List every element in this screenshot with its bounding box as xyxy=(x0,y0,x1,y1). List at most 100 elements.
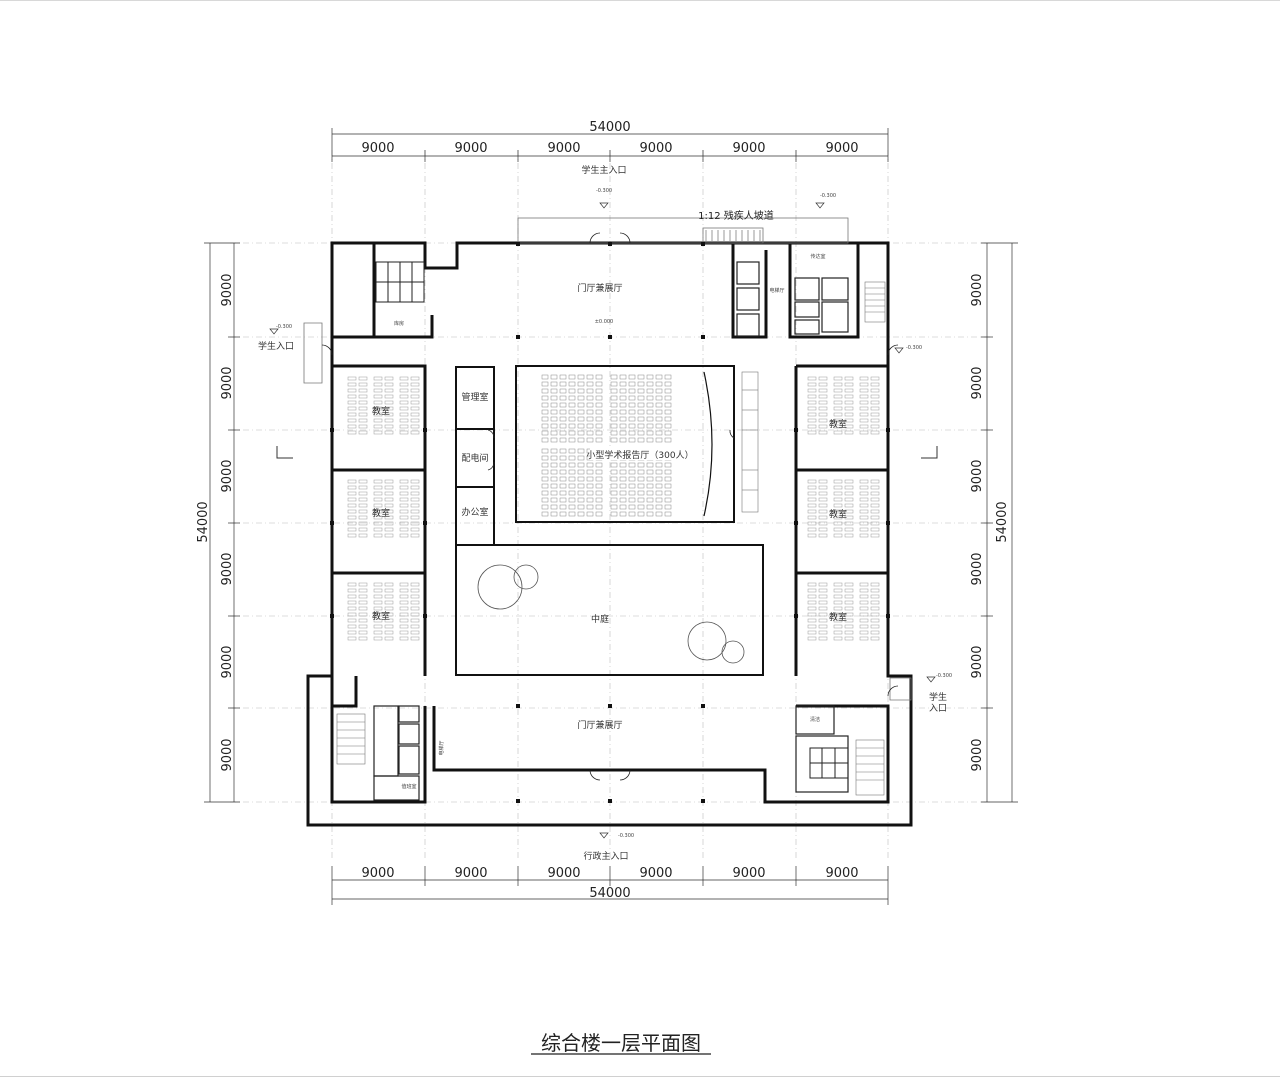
room-classroom-l1: 教室 xyxy=(372,405,390,417)
seat xyxy=(610,437,618,443)
seat xyxy=(664,409,672,415)
desk xyxy=(347,509,357,514)
desk xyxy=(373,612,383,617)
desk xyxy=(410,630,420,635)
seat xyxy=(568,511,576,517)
desk xyxy=(410,491,420,496)
desk xyxy=(373,624,383,629)
desk xyxy=(347,630,357,635)
desk xyxy=(410,618,420,623)
seat xyxy=(655,423,663,429)
seat xyxy=(550,497,558,503)
desk xyxy=(807,394,817,399)
stage-curve xyxy=(703,371,713,517)
desk xyxy=(859,533,869,538)
seat xyxy=(595,437,603,443)
seat xyxy=(655,381,663,387)
desk xyxy=(384,376,394,381)
desk xyxy=(870,497,880,502)
seat xyxy=(586,476,594,482)
desk xyxy=(399,533,409,538)
seat xyxy=(541,497,549,503)
desk xyxy=(358,376,368,381)
small-rooms-top-right xyxy=(736,261,849,337)
seat xyxy=(541,455,549,461)
seat xyxy=(628,395,636,401)
desk xyxy=(410,509,420,514)
desk xyxy=(859,376,869,381)
desk xyxy=(410,582,420,587)
dim-bay-bottom-4: 9000 xyxy=(639,866,672,881)
desk xyxy=(358,582,368,587)
seat xyxy=(646,490,654,496)
desk xyxy=(807,527,817,532)
seat xyxy=(646,511,654,517)
seat xyxy=(637,409,645,415)
seat xyxy=(541,511,549,517)
stairs xyxy=(336,281,886,796)
seat xyxy=(550,483,558,489)
desk xyxy=(399,612,409,617)
desk xyxy=(807,418,817,423)
seat xyxy=(541,374,549,380)
desk xyxy=(399,485,409,490)
dim-bay-right-5: 9000 xyxy=(970,645,985,678)
desk xyxy=(358,485,368,490)
seat xyxy=(568,483,576,489)
desk xyxy=(384,527,394,532)
desk xyxy=(373,382,383,387)
dim-bay-left-5: 9000 xyxy=(220,645,235,678)
seat xyxy=(586,497,594,503)
desk xyxy=(410,406,420,411)
desk xyxy=(833,424,843,429)
seat xyxy=(655,490,663,496)
seat xyxy=(559,469,567,475)
desk xyxy=(358,394,368,399)
seat xyxy=(637,374,645,380)
seat xyxy=(559,504,567,510)
seat xyxy=(586,395,594,401)
seat xyxy=(559,448,567,454)
desk xyxy=(384,588,394,593)
desk xyxy=(384,394,394,399)
desk xyxy=(358,600,368,605)
desk xyxy=(833,376,843,381)
desk xyxy=(818,497,828,502)
desk xyxy=(347,394,357,399)
desk xyxy=(347,606,357,611)
seat xyxy=(646,437,654,443)
seat xyxy=(541,381,549,387)
desk xyxy=(807,636,817,641)
seat xyxy=(568,423,576,429)
seat xyxy=(550,448,558,454)
seat xyxy=(637,402,645,408)
seat xyxy=(610,511,618,517)
desk xyxy=(870,485,880,490)
desk xyxy=(347,588,357,593)
desk xyxy=(347,430,357,435)
desk xyxy=(399,515,409,520)
seat xyxy=(559,437,567,443)
dim-bay-left-2: 9000 xyxy=(220,366,235,399)
desk xyxy=(373,394,383,399)
desk xyxy=(399,430,409,435)
desk xyxy=(384,479,394,484)
desk xyxy=(807,515,817,520)
desk xyxy=(870,376,880,381)
desk xyxy=(358,491,368,496)
seat xyxy=(577,430,585,436)
desk xyxy=(859,412,869,417)
desk xyxy=(384,618,394,623)
room-duty: 值班室 xyxy=(401,783,416,790)
desk xyxy=(844,636,854,641)
desk xyxy=(807,588,817,593)
desk xyxy=(844,400,854,405)
desk xyxy=(384,594,394,599)
desk xyxy=(373,527,383,532)
dim-bay-bottom-3: 9000 xyxy=(547,866,580,881)
desk xyxy=(399,400,409,405)
seat xyxy=(595,388,603,394)
desk xyxy=(807,612,817,617)
room-office: 办公室 xyxy=(461,506,488,518)
desk xyxy=(399,479,409,484)
